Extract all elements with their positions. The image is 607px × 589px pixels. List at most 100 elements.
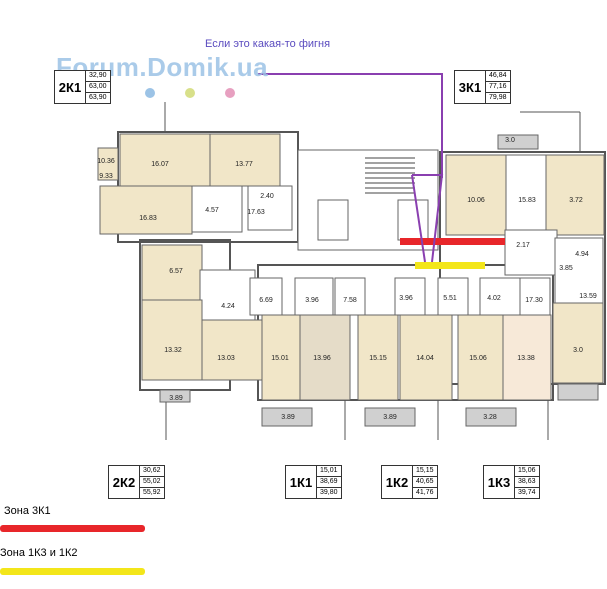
- apartment-code: 2К2: [112, 474, 136, 490]
- room-area-label: 13.32: [164, 347, 182, 354]
- area-value: 15,15: [413, 466, 437, 477]
- area-value: 77,16: [486, 82, 510, 93]
- area-value: 55,92: [143, 489, 161, 496]
- room-area-label: 9.33: [99, 173, 113, 180]
- room: [191, 185, 243, 233]
- zone-yellow-bar: [415, 262, 485, 269]
- room-area-label: 3.89: [169, 395, 183, 402]
- room-area-label: 17.63: [247, 209, 265, 216]
- area-value: 55,02: [140, 477, 164, 488]
- room-area-label: 13.96: [313, 355, 331, 362]
- room-area-label: 3.96: [399, 295, 413, 302]
- area-value: 79,98: [489, 94, 507, 101]
- room-area-label: 15.15: [369, 355, 387, 362]
- room-area-label: 17.30: [525, 297, 543, 304]
- room-area-label: 3.0: [573, 347, 583, 354]
- balcony: [465, 407, 517, 427]
- room: [247, 185, 293, 231]
- room-area-label: 3.72: [569, 197, 583, 204]
- area-value: 41,76: [416, 489, 434, 496]
- legend-line-yellow: [0, 568, 145, 575]
- room: [545, 154, 605, 236]
- room-area-label: 6.57: [169, 268, 183, 275]
- room: [445, 154, 507, 236]
- area-value: 63,90: [89, 94, 107, 101]
- apartment-code: 2К1: [58, 79, 82, 95]
- apartment-code: 1К1: [289, 474, 313, 490]
- watermark-dot: [145, 88, 155, 98]
- area-value: 15,01: [317, 466, 341, 477]
- room: [357, 314, 399, 401]
- room: [479, 277, 521, 316]
- room-area-label: 5.51: [443, 295, 457, 302]
- area-value: 30,62: [140, 466, 164, 477]
- room-area-label: 13.77: [235, 161, 253, 168]
- area-value: 40,65: [413, 477, 437, 488]
- room-area-label: 16.07: [151, 161, 169, 168]
- apartment-code: 3К1: [458, 79, 482, 95]
- room: [457, 314, 504, 401]
- room-area-label: 3.0: [505, 137, 515, 144]
- elevator: [317, 199, 349, 241]
- room-area-label: 13.38: [517, 355, 535, 362]
- room-area-label: 4.94: [575, 251, 589, 258]
- legend-label-red: Зона 3К1: [4, 505, 51, 517]
- room-area-label: 3.28: [483, 414, 497, 421]
- balcony: [364, 407, 416, 427]
- elevator: [397, 199, 429, 241]
- room: [201, 319, 263, 381]
- legend-line-red: [0, 525, 145, 532]
- area-value: 38,63: [515, 477, 539, 488]
- room: [437, 277, 469, 316]
- balcony: [557, 383, 599, 401]
- apartment-code: 1К3: [487, 474, 511, 490]
- room-area-label: 4.02: [487, 295, 501, 302]
- room: [97, 147, 119, 181]
- room-area-label: 13.03: [217, 355, 235, 362]
- room: [249, 277, 283, 316]
- room: [199, 269, 256, 321]
- room-area-label: 13.59: [579, 293, 597, 300]
- room-area-label: 6.69: [259, 297, 273, 304]
- zone-red-bar: [400, 238, 505, 245]
- room-area-label: 10.36: [97, 158, 115, 165]
- area-value: 39,80: [320, 489, 338, 496]
- room: [209, 133, 281, 187]
- balcony: [261, 407, 313, 427]
- area-value: 32,90: [86, 71, 110, 82]
- room: [394, 277, 426, 316]
- area-value: 38,69: [317, 477, 341, 488]
- room: [99, 185, 193, 235]
- watermark-dot: [225, 88, 235, 98]
- room: [502, 314, 552, 401]
- room: [334, 277, 366, 316]
- balcony: [159, 389, 191, 403]
- room-area-label: 4.57: [205, 207, 219, 214]
- room-area-label: 4.24: [221, 303, 235, 310]
- room-area-label: 10.06: [467, 197, 485, 204]
- room-area-label: 3.85: [559, 265, 573, 272]
- room-area-label: 3.89: [281, 414, 295, 421]
- room: [399, 314, 453, 401]
- area-value: 15,06: [515, 466, 539, 477]
- room: [519, 277, 551, 316]
- balcony: [497, 134, 539, 150]
- room-area-label: 7.58: [343, 297, 357, 304]
- room: [505, 154, 547, 231]
- room-area-label: 2.17: [516, 242, 530, 249]
- room-area-label: 15.01: [271, 355, 289, 362]
- room: [141, 299, 203, 381]
- area-value: 39,74: [518, 489, 536, 496]
- area-value: 46,84: [486, 71, 510, 82]
- room-area-label: 3.96: [305, 297, 319, 304]
- annotation-note: Если это какая-то фигня: [205, 38, 331, 50]
- room-area-label: 3.89: [383, 414, 397, 421]
- room-area-label: 14.04: [416, 355, 434, 362]
